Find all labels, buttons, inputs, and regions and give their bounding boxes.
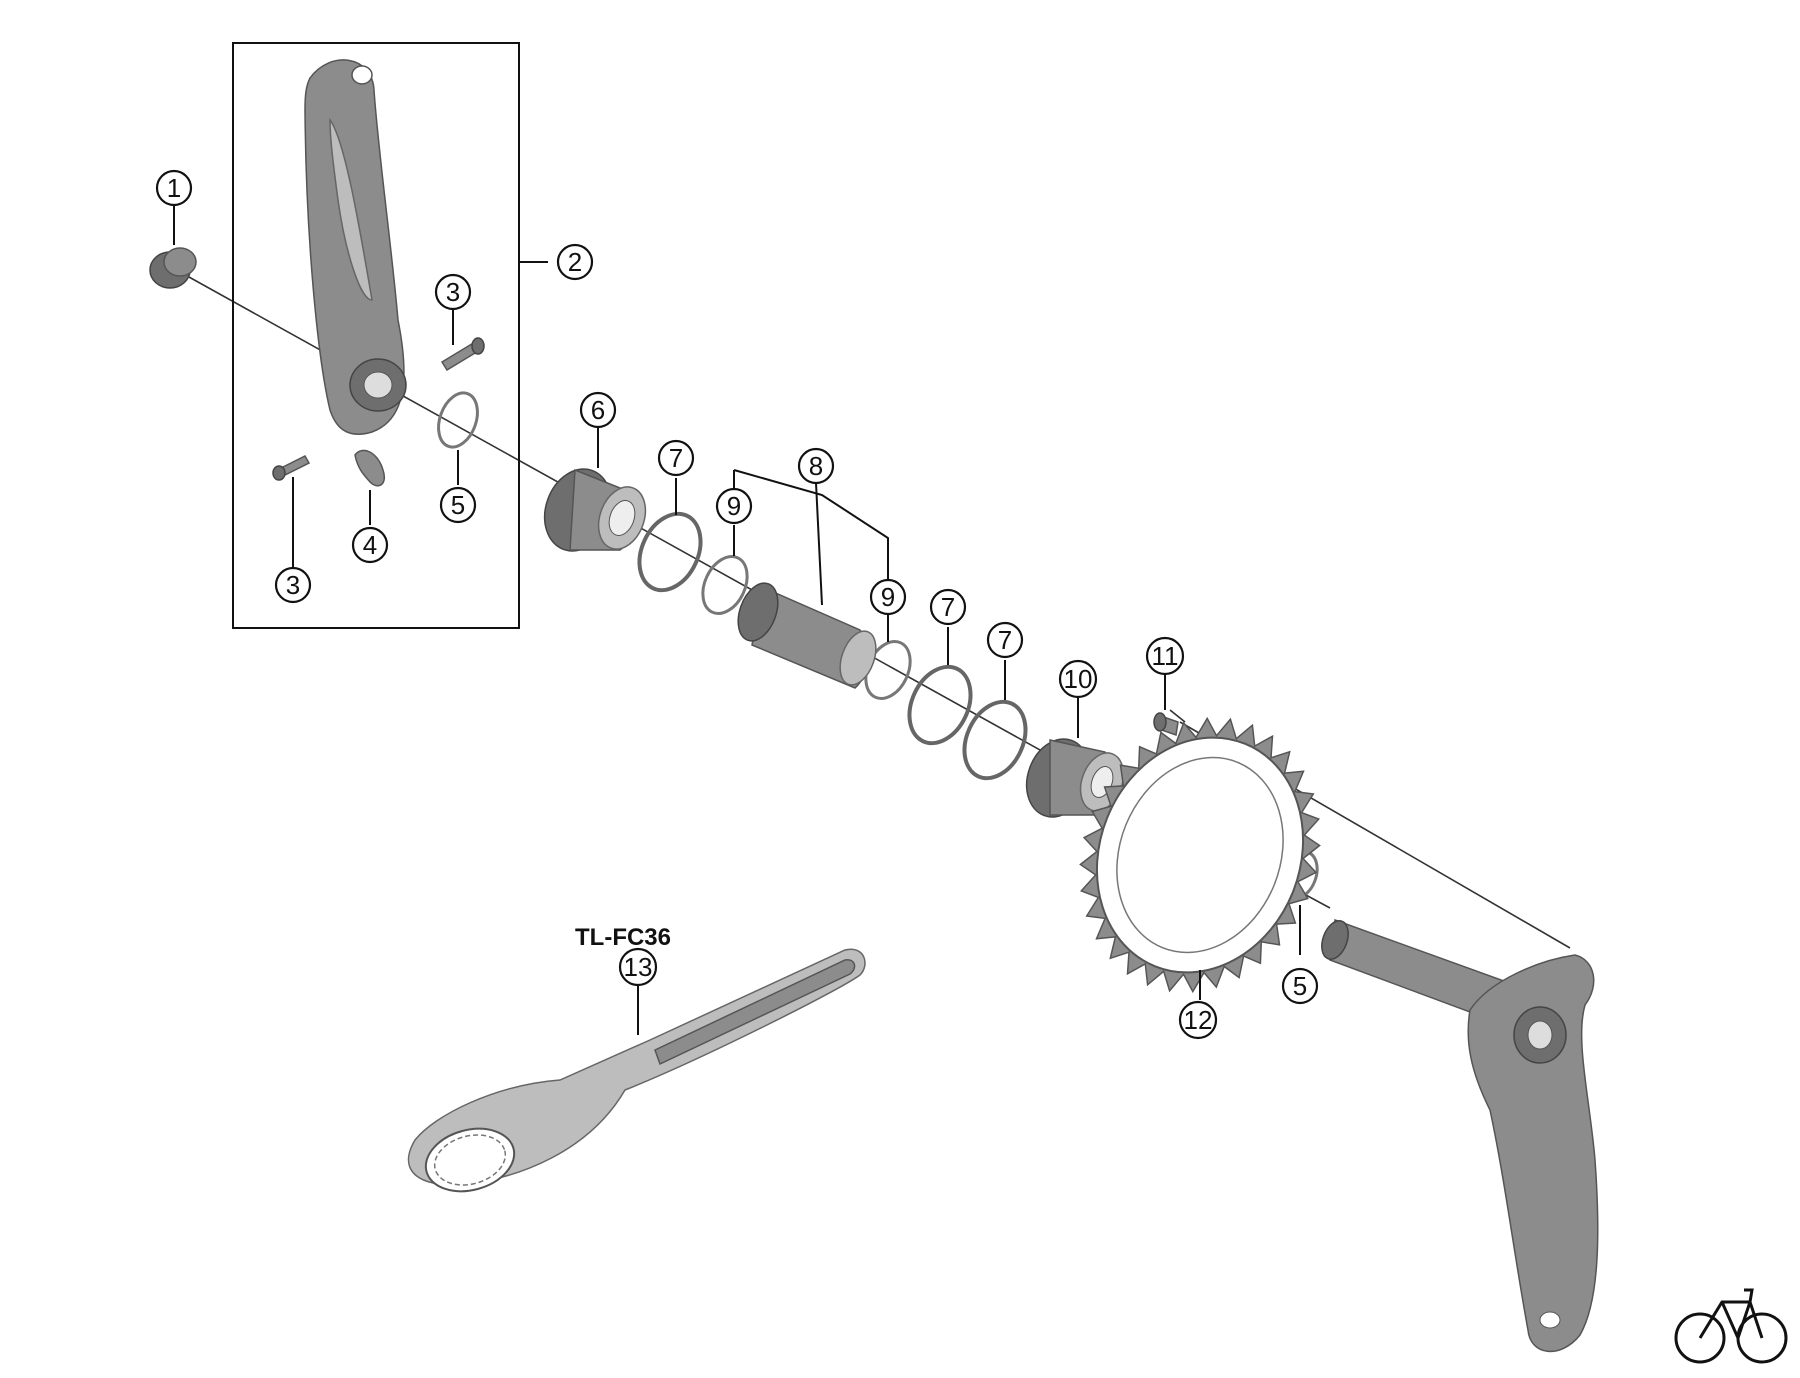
callout-12-text: 12 — [1184, 1005, 1213, 1035]
part-1-cap-bolt — [149, 247, 197, 289]
callout-5-right: 5 — [1281, 967, 1319, 1005]
callout-7-1: 7 — [657, 439, 695, 477]
callout-13: 13 — [618, 947, 658, 987]
callout-5-left: 5 — [439, 486, 477, 524]
callout-3-upper-text: 3 — [446, 277, 460, 307]
bicycle-icon — [1674, 1288, 1788, 1364]
callout-7-2: 7 — [929, 588, 967, 626]
callout-7-2-text: 7 — [941, 592, 955, 622]
part-8-inner-cover — [737, 582, 877, 689]
part-11-chainring-bolt — [1153, 712, 1179, 737]
callout-7-3-text: 7 — [998, 625, 1012, 655]
callout-3-lower: 3 — [274, 566, 312, 604]
part-12-chainring — [1079, 716, 1321, 994]
part-7-spacer-1 — [637, 511, 703, 593]
callout-12: 12 — [1178, 1000, 1218, 1040]
part-13-tool-tl-fc36 — [407, 948, 866, 1193]
part-9-seal-left — [701, 555, 749, 615]
callout-6: 6 — [579, 391, 617, 429]
callout-2-text: 2 — [568, 247, 582, 277]
left-crank-group-box — [232, 42, 520, 629]
callout-4-text: 4 — [363, 530, 377, 560]
callout-9-left-text: 9 — [727, 491, 741, 521]
callout-5-left-text: 5 — [451, 490, 465, 520]
part-4-safety-plate — [354, 449, 385, 487]
callout-6-text: 6 — [591, 395, 605, 425]
callout-9-right: 9 — [869, 578, 907, 616]
bolt-axis-line — [1169, 709, 1186, 723]
callout-3-upper: 3 — [434, 273, 472, 311]
part-6-left-bb-cup — [543, 468, 647, 552]
tool-label: TL-FC36 — [575, 924, 671, 951]
part-3-pinch-bolt-upper — [440, 337, 485, 372]
callout-7-3: 7 — [986, 621, 1024, 659]
right-crank-arm-with-spindle — [1321, 918, 1599, 1352]
part-5-o-ring-left — [437, 391, 479, 449]
leader-8-bracket — [733, 469, 889, 580]
callout-8: 8 — [797, 447, 835, 485]
callout-9-right-text: 9 — [881, 582, 895, 612]
callout-1-text: 1 — [167, 173, 181, 203]
callout-2: 2 — [556, 243, 594, 281]
callout-9-left: 9 — [715, 487, 753, 525]
part-7-spacer-3 — [962, 699, 1028, 781]
callout-8-text: 8 — [809, 451, 823, 481]
callout-11-text: 11 — [1152, 641, 1179, 671]
leader-8 — [815, 482, 823, 606]
callout-1: 1 — [155, 169, 193, 207]
callout-10-text: 10 — [1064, 664, 1093, 694]
callout-7-1-text: 7 — [669, 443, 683, 473]
callout-13-text: 13 — [624, 952, 653, 982]
part-2-left-crank-arm — [304, 59, 407, 435]
callout-11: 11 — [1145, 636, 1185, 676]
part-3-pinch-bolt-lower — [272, 455, 311, 481]
callout-3-lower-text: 3 — [286, 570, 300, 600]
part-7-spacer-2 — [907, 664, 973, 746]
callout-10: 10 — [1058, 659, 1098, 699]
callout-5-right-text: 5 — [1293, 971, 1307, 1001]
callout-4: 4 — [351, 526, 389, 564]
